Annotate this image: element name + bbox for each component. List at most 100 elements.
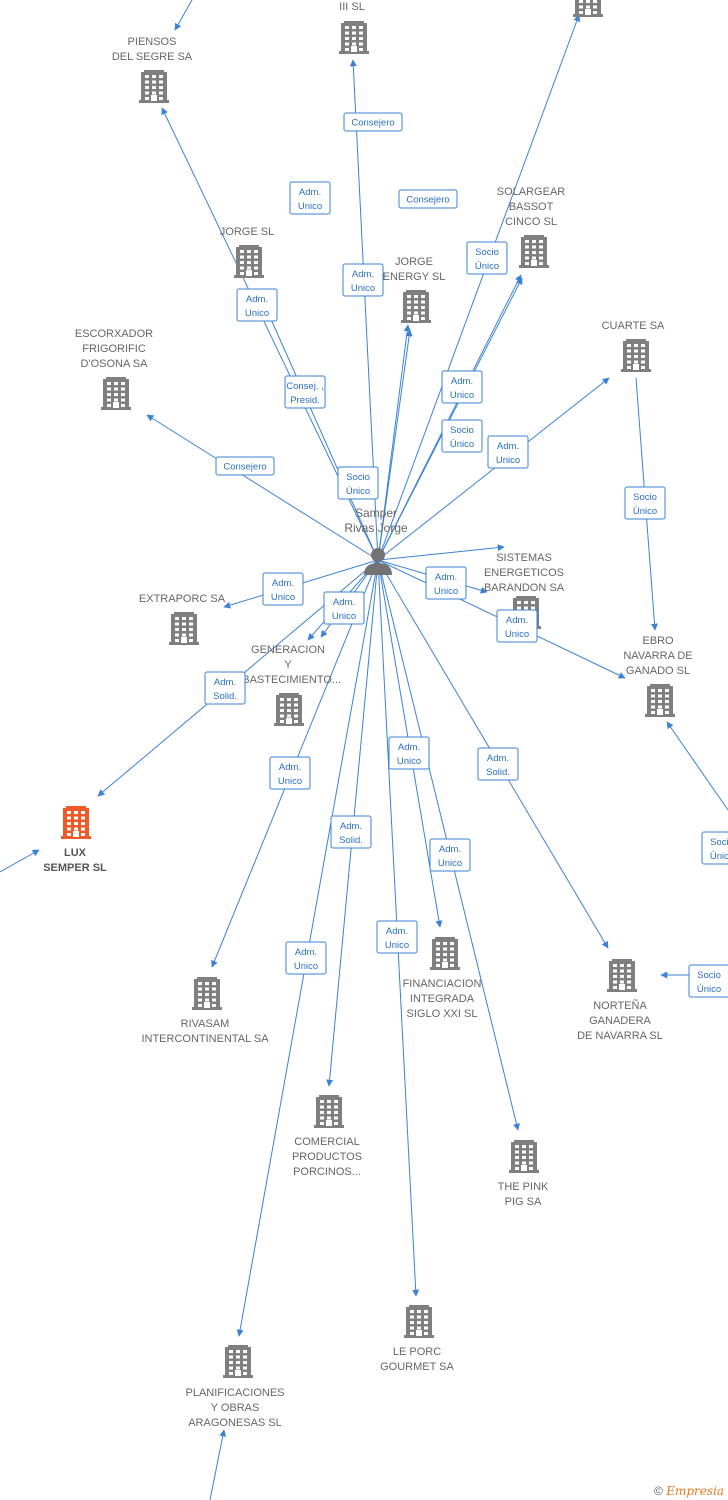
role-label-leporc: Adm.Unico (285, 941, 327, 975)
role-text: Único (475, 261, 499, 272)
role-text: Unico (278, 776, 302, 787)
company-name: CINCO SL (505, 216, 557, 228)
building-icon[interactable] (101, 377, 131, 410)
company-name: PORCINOS... (293, 1166, 361, 1178)
building-icon[interactable] (274, 693, 304, 726)
role-label-rivasam: Adm.Unico (388, 736, 430, 770)
side-relation-line-ebro (666, 721, 728, 811)
building-icon[interactable] (430, 937, 460, 970)
company-node-generacion[interactable]: GENERACIONYABASTECIMIENTO... (235, 644, 341, 726)
role-text: Socio (633, 492, 657, 503)
company-name: ABASTECIMIENTO... (235, 674, 341, 686)
building-icon[interactable] (607, 959, 637, 992)
company-name: PIENSOS (128, 36, 177, 48)
company-name: INTERCONTINENTAL SA (141, 1033, 269, 1045)
role-text: Unico (505, 629, 529, 640)
role-label-generacion: Adm.Unico (323, 591, 365, 625)
company-node-iii[interactable]: III SL (339, 1, 369, 54)
relation-line-escorxador (146, 414, 379, 561)
person-name: Rivas Jorge (344, 521, 408, 535)
brand-logo[interactable]: Empresia (666, 1484, 724, 1498)
building-icon[interactable] (645, 684, 675, 717)
company-name: FRIGORIFIC (82, 343, 146, 355)
company-name: JORGE SL (220, 226, 274, 238)
role-label-nortena: Adm.Solid. (330, 815, 372, 849)
role-label-jorge_energy: Adm.Unico (289, 181, 331, 215)
building-icon[interactable] (401, 290, 431, 323)
building-icon[interactable] (192, 977, 222, 1010)
company-node-extraporc[interactable]: EXTRAPORC SA (139, 593, 226, 645)
company-name: SEMPER SL (43, 862, 107, 874)
company-node-jorge[interactable]: JORGE SL (220, 226, 274, 278)
role-label-iii: Consejero (343, 112, 403, 132)
company-name: BARANDON SA (484, 582, 565, 594)
relation-line-jorge (257, 289, 379, 561)
company-node-comercial[interactable]: COMERCIALPRODUCTOSPORCINOS... (292, 1095, 362, 1178)
company-name: SIGLO XXI SL (407, 1008, 478, 1020)
role-label-jorge: Adm.Unico (236, 288, 278, 322)
company-name: D'OSONA SA (81, 358, 149, 370)
role-label-generacion: Adm.Unico (496, 609, 538, 643)
company-name: DE NAVARRA SL (577, 1030, 663, 1042)
building-icon[interactable] (61, 806, 91, 839)
company-name: GANADO SL (626, 665, 690, 677)
role-text: Solid. (213, 691, 237, 702)
building-icon[interactable] (509, 1140, 539, 1173)
building-icon[interactable] (169, 612, 199, 645)
role-text: Adm. (214, 677, 236, 688)
building-icon[interactable] (139, 70, 169, 103)
relation-line-sistemas (377, 544, 505, 561)
role-text: Adm. (451, 376, 473, 387)
building-icon[interactable] (234, 245, 264, 278)
building-icon[interactable] (314, 1095, 344, 1128)
role-text: Adm. (435, 572, 457, 583)
company-node-top_right[interactable] (573, 0, 603, 17)
role-text: Unico (438, 858, 462, 869)
role-text: Socio (710, 837, 728, 848)
role-text: Socio (346, 472, 370, 483)
role-text: Solid. (486, 767, 510, 778)
relation-line-cuarte (377, 377, 610, 561)
role-text: Socio (475, 247, 499, 258)
role-text: Adm. (398, 742, 420, 753)
building-icon[interactable] (404, 1305, 434, 1338)
relation-line-top_right (377, 14, 581, 561)
role-label-top_right: Consejero (398, 189, 458, 209)
role-label-lux: Adm.Unico (269, 756, 311, 790)
company-name: ARAGONESAS SL (188, 1417, 282, 1429)
role-text: Consejero (351, 118, 394, 129)
role-text: Socio (450, 425, 474, 436)
footer: © Empresia (654, 1484, 724, 1498)
role-text: Único (697, 984, 721, 995)
role-text: Adm. (333, 597, 355, 608)
building-icon[interactable] (223, 1345, 253, 1378)
role-label-ebro: Adm. Solid. (204, 671, 246, 705)
company-node-cuarte[interactable]: CUARTE SA (602, 320, 665, 372)
person-name: Samper (355, 506, 397, 520)
role-text: Adm. (352, 269, 374, 280)
building-icon[interactable] (573, 0, 603, 17)
role-text: Unico (294, 961, 318, 972)
role-text: Unico (496, 455, 520, 466)
building-icon[interactable] (621, 339, 651, 372)
company-name: GANADERA (589, 1015, 651, 1027)
person-icon[interactable] (364, 548, 392, 575)
building-icon[interactable] (339, 21, 369, 54)
building-icon[interactable] (519, 235, 549, 268)
